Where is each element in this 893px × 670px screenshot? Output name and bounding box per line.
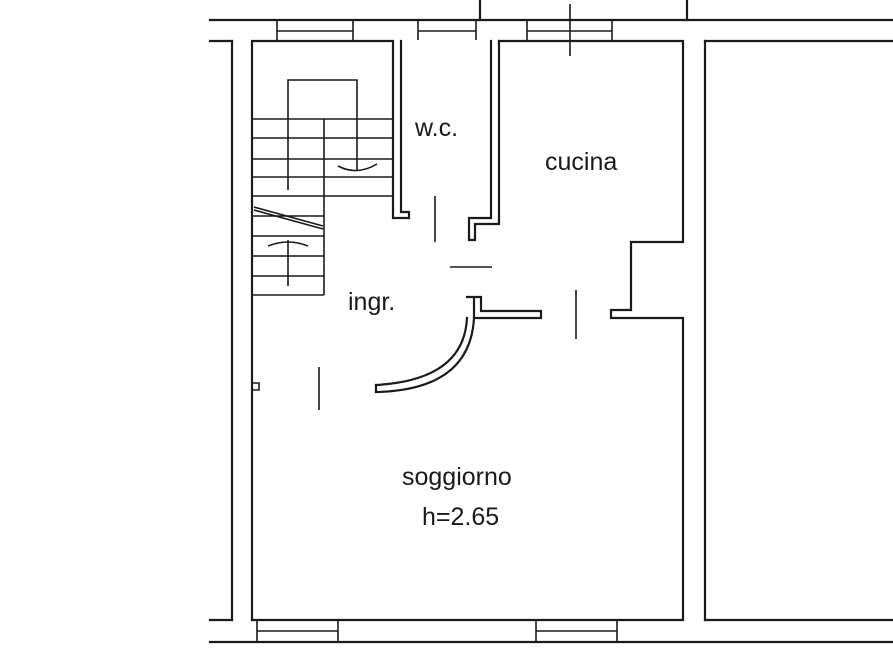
curved-wall: [374, 316, 476, 394]
inner-walls: [250, 39, 685, 622]
window-top-cucina: [526, 4, 613, 56]
room-label-wc: w.c.: [415, 114, 459, 142]
room-label-cucina: cucina: [545, 148, 618, 176]
outer-wall-bottom: [208, 620, 893, 644]
window-top-wc: [417, 20, 477, 40]
room-label-ingresso: ingr.: [348, 288, 396, 316]
room-height-note: h=2.65: [422, 503, 500, 531]
outer-wall-top: [208, 0, 893, 622]
staircase: [252, 79, 393, 296]
window-top-stair: [276, 20, 354, 40]
room-label-soggiorno: soggiorno: [402, 463, 512, 491]
